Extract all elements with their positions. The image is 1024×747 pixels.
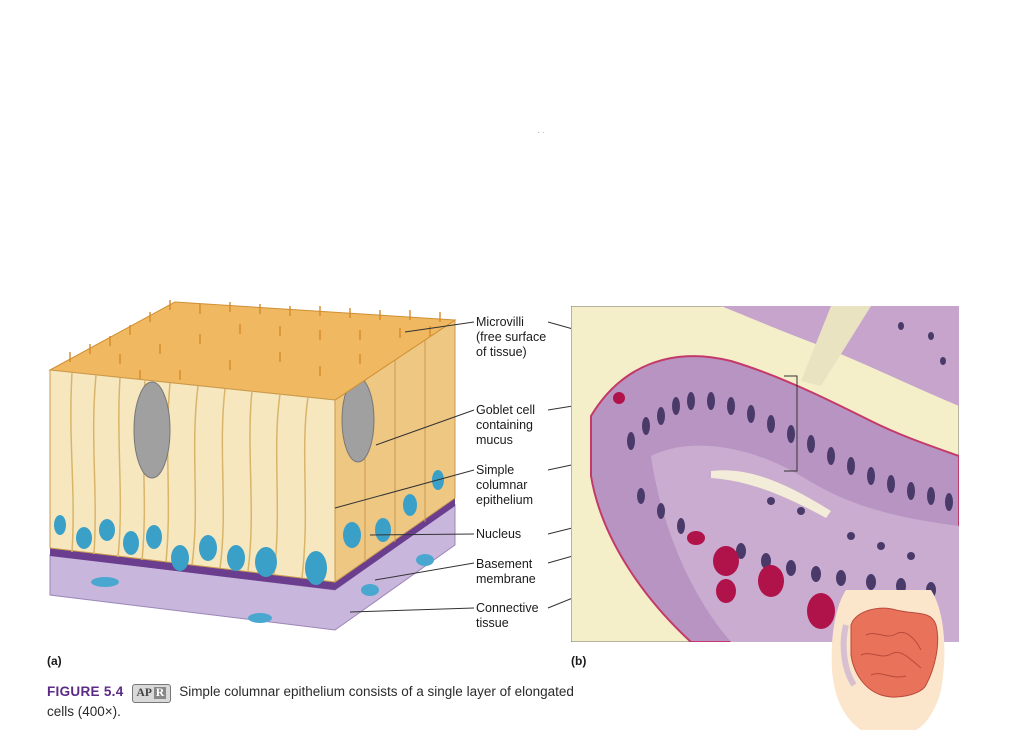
- upper-tissue: [721, 306, 959, 406]
- panel-label-a: (a): [47, 654, 62, 668]
- label-connective-tissue: Connective tissue: [476, 601, 539, 630]
- intestine-folds: [860, 632, 922, 678]
- side-nucleus: [403, 494, 417, 516]
- label-simple-columnar: Simple columnar epithelium: [476, 463, 533, 507]
- microvilli-texture: [69, 300, 441, 380]
- connective-nucleus: [416, 554, 434, 566]
- label-goblet-cell: Goblet cell containing mucus: [476, 403, 536, 447]
- label-nucleus: Nucleus: [476, 527, 522, 541]
- connective-nucleus: [91, 577, 119, 587]
- label-basement-membrane: Basement membrane: [476, 557, 536, 586]
- epithelium-bracket: [784, 375, 798, 472]
- intestine-inset: [831, 590, 945, 730]
- upper-gap: [801, 306, 871, 386]
- basement-membrane-layer: [50, 498, 455, 590]
- apr-badge-left: AP: [136, 687, 152, 699]
- label-microvilli: Microvilli (free surface of tissue): [476, 315, 547, 359]
- columnar-epithelium-diagram: [48, 300, 457, 631]
- side-nucleus: [343, 522, 361, 548]
- connective-nucleus: [361, 584, 379, 596]
- goblet-stains: [613, 392, 835, 629]
- side-nucleus: [375, 518, 391, 542]
- figure-number: FIGURE 5.4: [47, 684, 124, 699]
- connective-nucleus: [248, 613, 272, 623]
- front-nuclei: [54, 515, 327, 585]
- central-lumen: [711, 470, 831, 518]
- apr-badge-right: R: [153, 687, 167, 699]
- front-face: [49, 369, 336, 583]
- panel-label-b: (b): [571, 654, 587, 668]
- colon: [840, 624, 857, 687]
- caption-text: Simple columnar epithelium consists of a…: [47, 684, 574, 719]
- stray-mark: · ·: [537, 128, 545, 137]
- epithelial-nuclei: [627, 322, 953, 598]
- goblet-cell-front: [133, 381, 171, 479]
